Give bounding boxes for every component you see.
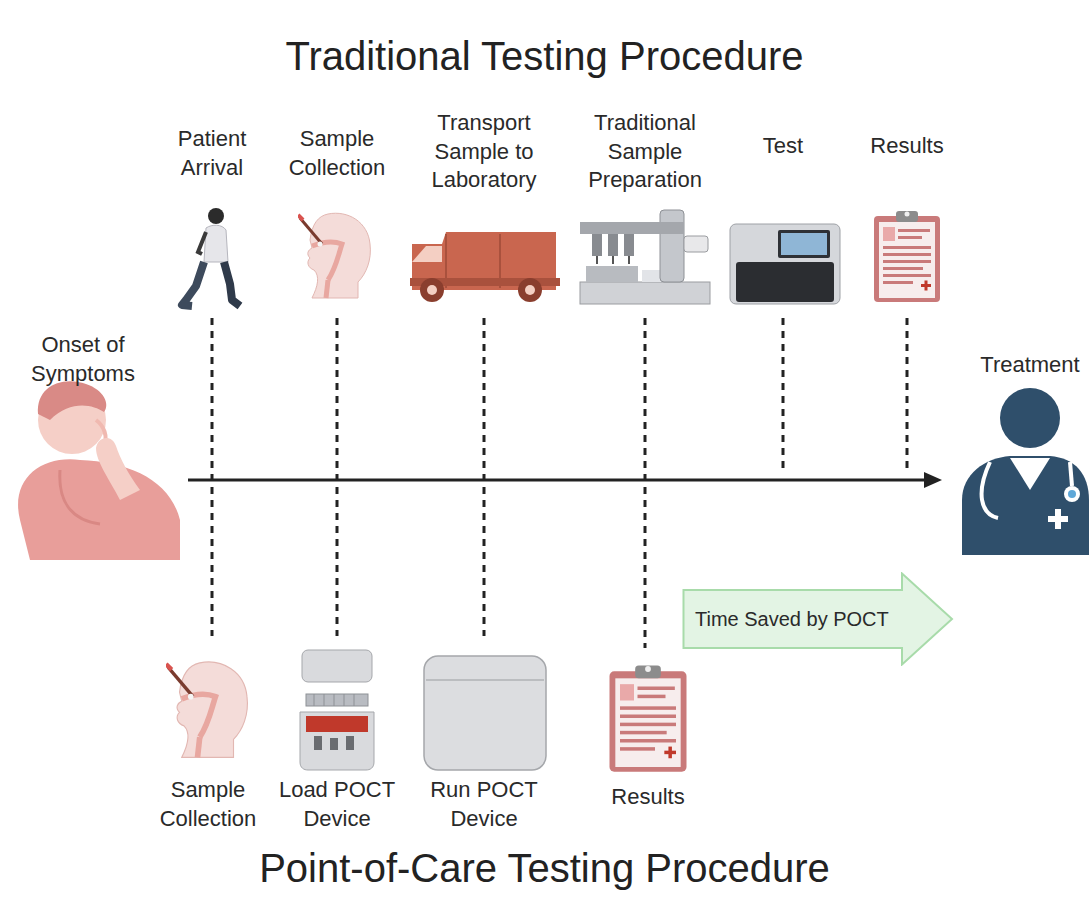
test-machine bbox=[778, 230, 830, 258]
step-label: Results bbox=[598, 783, 698, 812]
coughing-person bbox=[18, 381, 180, 560]
lab-robot bbox=[580, 282, 710, 304]
coughing-person bbox=[96, 438, 140, 500]
guide-lines bbox=[483, 318, 486, 636]
poct-device-open bbox=[324, 694, 325, 706]
poct-device-closed bbox=[424, 656, 546, 770]
step-label: Sample Collection bbox=[277, 125, 397, 182]
results-clipboard bbox=[610, 666, 687, 772]
delivery-van bbox=[410, 232, 560, 302]
walking-person bbox=[182, 262, 204, 306]
step-label: Sample Collection bbox=[148, 776, 268, 833]
delivery-van bbox=[420, 278, 444, 302]
lab-robot bbox=[624, 234, 634, 256]
test-machine bbox=[730, 224, 840, 304]
poct-device-open bbox=[314, 694, 315, 706]
step-label: Load POCT Device bbox=[277, 776, 397, 833]
end-label: Treatment bbox=[975, 351, 1085, 380]
step-label: Results bbox=[857, 132, 957, 161]
test-machine bbox=[736, 262, 834, 302]
guide-lines bbox=[211, 318, 214, 636]
title: Traditional Testing Procedure bbox=[0, 34, 1089, 79]
delivery-van bbox=[525, 285, 535, 295]
test-machine bbox=[730, 224, 840, 304]
timeline-arrow bbox=[924, 472, 942, 488]
doctor-icon bbox=[1070, 462, 1072, 486]
doctor-icon bbox=[982, 462, 998, 518]
doctor-icon bbox=[1068, 490, 1076, 498]
step-label: Run POCT Device bbox=[424, 776, 544, 833]
poct-device-open bbox=[300, 650, 374, 770]
doctor-icon bbox=[1064, 486, 1080, 502]
walking-person bbox=[204, 225, 228, 262]
walking-person bbox=[182, 208, 240, 306]
poct-device-open bbox=[346, 736, 354, 750]
lab-robot bbox=[684, 236, 708, 252]
walking-person bbox=[198, 232, 206, 254]
swab-head bbox=[166, 662, 247, 757]
walking-person bbox=[224, 262, 240, 306]
poct-device-open bbox=[334, 694, 335, 706]
poct-device-open bbox=[314, 694, 354, 706]
poct-device-open bbox=[302, 650, 372, 682]
lab-robot bbox=[580, 210, 710, 304]
delivery-van bbox=[518, 278, 542, 302]
lab-robot bbox=[596, 256, 598, 264]
doctor-icon bbox=[1010, 458, 1050, 490]
step-label: Traditional Sample Preparation bbox=[575, 109, 715, 195]
step-label: Test bbox=[733, 132, 833, 161]
guide-lines bbox=[782, 318, 785, 474]
poct-device-open bbox=[300, 712, 374, 770]
arrow-outline bbox=[684, 574, 953, 665]
lab-robot bbox=[660, 210, 684, 282]
lab-robot bbox=[612, 256, 614, 264]
caption: Point-of-Care Testing Procedure bbox=[0, 846, 1089, 891]
swab-head bbox=[298, 213, 370, 298]
step-label: Patient Arrival bbox=[152, 125, 272, 182]
doctor-icon bbox=[1000, 388, 1060, 448]
timeline-arrow bbox=[188, 472, 942, 488]
test-machine bbox=[781, 233, 827, 255]
doctor-icon bbox=[962, 388, 1089, 555]
walking-person bbox=[208, 208, 224, 224]
time-saved-arrow: Time Saved by POCT bbox=[682, 572, 954, 666]
coughing-person bbox=[38, 381, 106, 420]
guide-lines bbox=[906, 318, 909, 474]
doctor-icon bbox=[962, 456, 1089, 555]
coughing-person bbox=[60, 470, 100, 524]
poct-device-closed bbox=[426, 679, 544, 681]
lab-robot bbox=[580, 222, 684, 234]
coughing-person bbox=[18, 459, 180, 560]
arrow-text: Time Saved by POCT bbox=[695, 608, 889, 631]
poct-device-open bbox=[330, 738, 338, 750]
step-label: Transport Sample to Laboratory bbox=[419, 109, 549, 195]
results-clipboard bbox=[874, 211, 940, 302]
doctor-icon bbox=[1055, 509, 1061, 529]
timeline-arrow bbox=[188, 479, 926, 482]
poct-device-open bbox=[306, 694, 368, 706]
delivery-van bbox=[427, 285, 437, 295]
guide-lines bbox=[644, 318, 647, 648]
lab-robot bbox=[592, 234, 602, 256]
poct-device-open bbox=[354, 694, 355, 706]
start-label: Onset of Symptoms bbox=[18, 331, 148, 388]
poct-device-open bbox=[306, 716, 368, 732]
poct-device-closed bbox=[424, 656, 546, 770]
lab-robot bbox=[586, 266, 638, 282]
delivery-van bbox=[412, 246, 442, 262]
lab-robot bbox=[608, 234, 618, 256]
poct-device-open bbox=[344, 694, 345, 706]
guide-lines bbox=[336, 318, 339, 636]
poct-device-open bbox=[314, 736, 322, 750]
lab-robot bbox=[628, 256, 630, 264]
